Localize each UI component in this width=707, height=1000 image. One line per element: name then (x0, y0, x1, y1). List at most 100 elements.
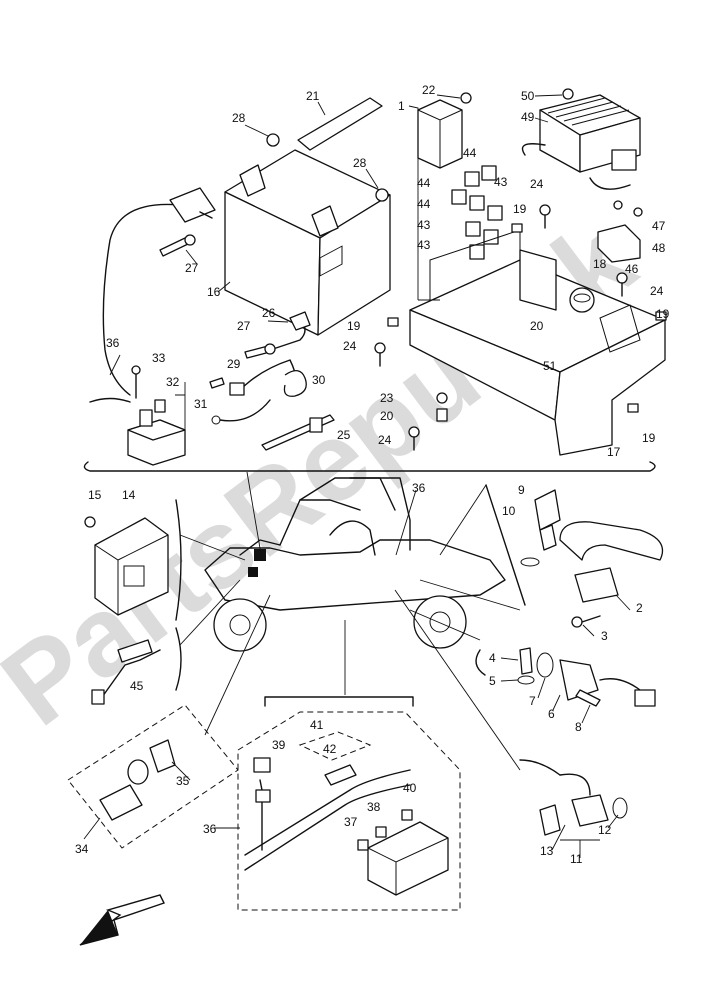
callout-24-b: 24 (650, 284, 664, 298)
clip-19-a (511, 223, 523, 233)
callout-24-c: 24 (343, 339, 357, 353)
callout-34: 34 (75, 842, 89, 856)
callout-46: 46 (625, 262, 639, 276)
clip-19-c (655, 311, 667, 321)
callout-12: 12 (598, 823, 612, 837)
callout-51: 51 (543, 359, 557, 373)
callout-39: 39 (272, 738, 286, 752)
callout-45: 45 (130, 679, 144, 693)
callout-43-mid: 43 (417, 218, 431, 232)
sensor-9 (485, 484, 561, 606)
bolt-28-left (266, 133, 280, 147)
callout-38: 38 (367, 800, 381, 814)
callout-5: 5 (489, 674, 496, 688)
rectifier-regulator (84, 499, 182, 621)
starter-cable (244, 311, 311, 359)
callout-24-d: 24 (378, 433, 392, 447)
callout-1: 1 (398, 99, 405, 113)
callout-44-top: 44 (463, 146, 477, 160)
clip-20 (436, 408, 448, 422)
detail-leaders (109, 354, 417, 556)
callout-27-lower: 27 (237, 319, 251, 333)
callouts: 21 28 28 1 22 50 49 44 44 43 44 43 43 24… (75, 83, 670, 866)
callout-41: 41 (310, 718, 324, 732)
callout-48: 48 (652, 241, 666, 255)
ecu-module (521, 88, 641, 190)
starter-relay (89, 365, 186, 466)
callout-8: 8 (575, 720, 582, 734)
bolt-24-d (408, 426, 420, 451)
callout-50: 50 (521, 89, 535, 103)
callout-14: 14 (122, 488, 136, 502)
bolt-27-upper (159, 234, 196, 257)
callout-47: 47 (652, 219, 666, 233)
callout-42: 42 (323, 742, 337, 756)
callout-3: 3 (601, 629, 608, 643)
callout-33: 33 (152, 351, 166, 365)
callout-49: 49 (521, 110, 535, 124)
callout-4: 4 (489, 651, 496, 665)
nut-23 (436, 392, 448, 404)
callout-19-d: 19 (642, 431, 656, 445)
callout-6: 6 (548, 707, 555, 721)
harness-detail-box (237, 696, 461, 911)
callout-19-a: 19 (513, 202, 527, 216)
battery (224, 149, 391, 336)
callout-32: 32 (166, 375, 180, 389)
callout-44-low: 44 (417, 197, 431, 211)
bolt-28-right (375, 188, 389, 202)
sensor-6-7-8 (536, 652, 656, 707)
callout-29: 29 (227, 357, 241, 371)
callout-44-mid: 44 (417, 176, 431, 190)
callout-26: 26 (262, 306, 276, 320)
bolt-24-a (539, 204, 551, 229)
callout-28-right: 28 (353, 156, 367, 170)
spark-plug (475, 647, 535, 685)
callout-leaders (83, 94, 631, 858)
callout-9: 9 (518, 483, 525, 497)
callout-36-mid: 36 (412, 481, 426, 495)
front-direction-arrow (79, 894, 165, 946)
callout-28-left: 28 (232, 111, 246, 125)
ignition-coil (559, 521, 664, 628)
switch-group (67, 704, 239, 849)
callout-43-low: 43 (417, 238, 431, 252)
callout-20-b: 20 (380, 409, 394, 423)
callout-16: 16 (207, 285, 221, 299)
callout-19-b: 19 (347, 319, 361, 333)
callout-36-bottom: 36 (203, 822, 217, 836)
callout-2: 2 (636, 601, 643, 615)
callout-35: 35 (176, 774, 190, 788)
callout-10: 10 (502, 504, 516, 518)
callout-23: 23 (380, 391, 394, 405)
bolt-24-c (374, 342, 386, 367)
callout-25: 25 (337, 428, 351, 442)
clip-19-d (627, 403, 639, 413)
cable-tie (261, 414, 335, 451)
callout-31: 31 (194, 397, 208, 411)
relay-panel (417, 92, 503, 260)
vehicle-leaders (179, 471, 521, 771)
callout-37: 37 (344, 815, 358, 829)
callout-18: 18 (593, 257, 607, 271)
bracket-46 (597, 200, 643, 263)
callout-27-upper: 27 (185, 261, 199, 275)
callout-40: 40 (403, 781, 417, 795)
wire-lead-29-30 (209, 359, 307, 425)
battery-box (409, 229, 666, 456)
callout-24-a: 24 (530, 177, 544, 191)
callout-15: 15 (88, 488, 102, 502)
utv-vehicle (204, 477, 506, 652)
callout-36-top: 36 (106, 336, 120, 350)
callout-7: 7 (529, 694, 536, 708)
callout-13: 13 (540, 844, 554, 858)
callout-21: 21 (306, 89, 320, 103)
callout-19-c: 19 (656, 307, 670, 321)
bolt-24-b (616, 272, 628, 297)
section-divider (83, 461, 656, 472)
callout-30: 30 (312, 373, 326, 387)
sensor-45 (91, 627, 182, 705)
callout-22: 22 (422, 83, 436, 97)
callout-43-right: 43 (494, 175, 508, 189)
